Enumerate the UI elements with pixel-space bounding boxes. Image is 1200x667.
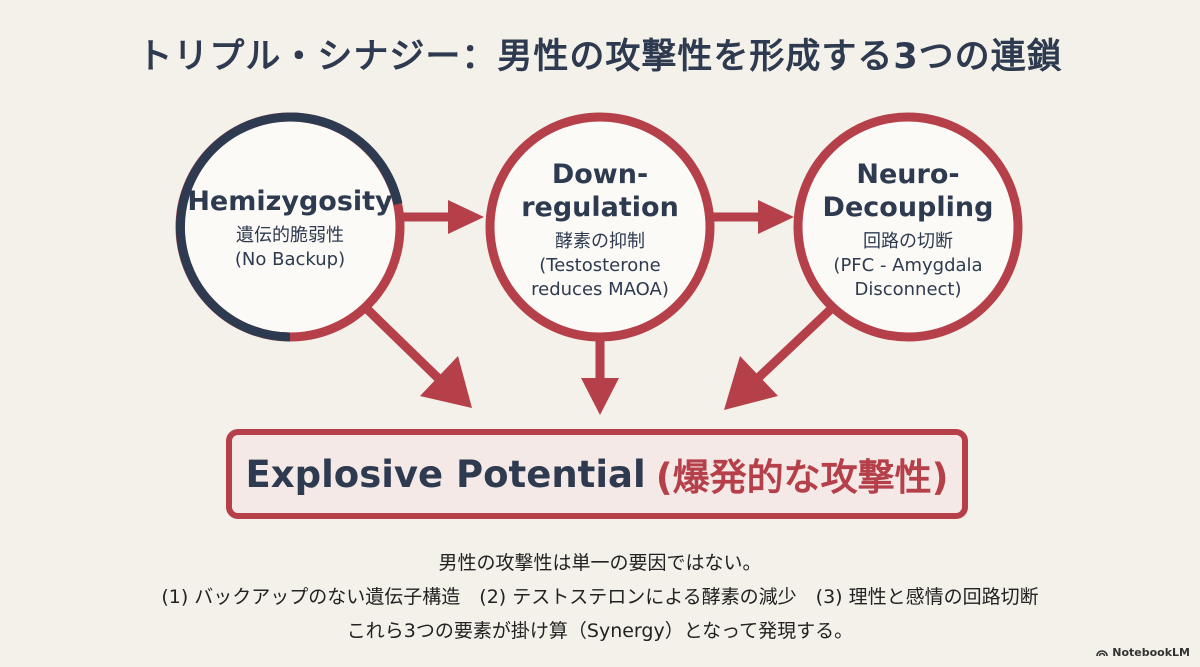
caption-line-2: (1) バックアップのない遺伝子構造 (2) テストステロンによる酵素の減少 (… [161, 586, 1039, 608]
result-box: Explosive Potential (爆発的な攻撃性) [226, 429, 968, 519]
node-downregulation: Down- regulation 酵素の抑制 (Testosterone red… [495, 158, 705, 302]
node-note: (PFC - Amygdala Disconnect) [833, 255, 983, 300]
watermark-label: NotebookLM [1112, 646, 1190, 659]
result-japanese: (爆発的な攻撃性) [655, 456, 949, 499]
node-note: (No Backup) [234, 249, 346, 270]
arrow-1-to-result [362, 304, 472, 408]
arrow-2-to-3 [712, 200, 794, 234]
page-title: トリプル・シナジー：男性の攻撃性を形成する3つの連鎖 [137, 37, 1063, 77]
node-note: (Testosterone reduces MAOA) [531, 255, 669, 300]
node-hemizygosity: Hemizygosity 遺伝的脆弱性 (No Backup) [185, 185, 395, 272]
node-subtitle: 遺伝的脆弱性 [236, 225, 344, 246]
node-title: Down- regulation [521, 159, 679, 223]
node-hemizygosity-ring [175, 112, 405, 342]
caption-line-1: 男性の攻撃性は単一の要因ではない。 [438, 552, 762, 574]
caption-line-3: これら3つの要素が掛け算（Synergy）となって発現する。 [346, 620, 854, 642]
node-title: Hemizygosity [187, 186, 393, 217]
node-subtitle: 回路の切断 [863, 231, 953, 252]
arrow-1-to-2 [402, 200, 484, 234]
node-title: Neuro- Decoupling [822, 159, 994, 223]
arrow-3-to-result [724, 306, 834, 410]
notebooklm-watermark: NotebookLM [1096, 646, 1190, 659]
arrow-2-to-result [581, 338, 619, 415]
notebooklm-logo-icon [1096, 650, 1109, 657]
node-subtitle: 酵素の抑制 [555, 231, 645, 252]
node-neurodecoupling: Neuro- Decoupling 回路の切断 (PFC - Amygdala … [803, 158, 1013, 302]
node-downregulation-ring [485, 112, 715, 342]
node-neurodecoupling-ring [793, 112, 1023, 342]
result-english: Explosive Potential [245, 452, 646, 496]
